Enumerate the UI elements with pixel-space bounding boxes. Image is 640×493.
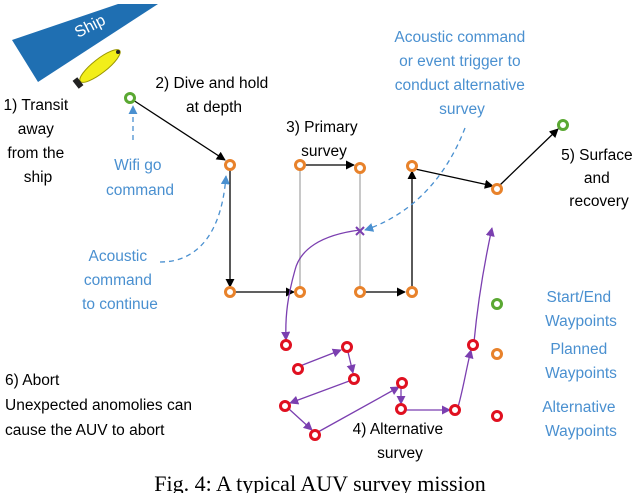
planned-waypoint xyxy=(294,159,306,171)
surface-label: 5) Surface and recovery xyxy=(561,147,637,210)
alternative-survey-label: 4) Alternative survey xyxy=(353,421,448,462)
start-end-waypoints xyxy=(124,92,569,131)
alternative-waypoint xyxy=(449,404,461,416)
ship-hull xyxy=(12,4,158,82)
planned-waypoint xyxy=(406,160,418,172)
planned-waypoint xyxy=(354,286,366,298)
alternative-waypoint xyxy=(279,400,291,412)
trigger-point-icon xyxy=(355,226,365,236)
alternative-waypoints xyxy=(279,339,479,441)
wifi-command-label: Wifi go command xyxy=(106,157,174,199)
acoustic-trigger-label: Acoustic command or event trigger to con… xyxy=(394,29,529,118)
legend: Start/End Waypoints Planned Waypoints Al… xyxy=(491,289,620,440)
alternative-waypoint xyxy=(292,363,304,375)
alternative-waypoint xyxy=(280,339,292,351)
alternative-waypoint-icon xyxy=(491,410,503,422)
acoustic-continue-label: Acoustic command to continue xyxy=(82,248,158,313)
abort-label: 6) Abort Unexpected anomolies can cause … xyxy=(5,372,196,439)
alternative-waypoint xyxy=(341,341,353,353)
start-waypoint xyxy=(124,92,136,104)
planned-waypoint xyxy=(491,183,503,195)
auv-vehicle-icon xyxy=(72,49,121,89)
planned-waypoint xyxy=(224,286,236,298)
alternative-waypoint xyxy=(467,339,479,351)
acoustic-trigger-arrow xyxy=(364,127,466,232)
alternative-waypoint xyxy=(396,377,408,389)
planned-waypoint xyxy=(354,162,366,174)
alternative-waypoint xyxy=(395,403,407,415)
primary-survey-guide-lines xyxy=(299,168,361,292)
acoustic-continue-arrow xyxy=(159,175,230,263)
legend-planned-label: Planned Waypoints xyxy=(545,341,617,382)
transit-label: 1) Transit away from the ship xyxy=(4,97,73,186)
alternative-waypoint xyxy=(348,373,360,385)
primary-survey-label: 3) Primary survey xyxy=(286,119,362,160)
figure-caption: Fig. 4: A typical AUV survey mission xyxy=(154,471,485,493)
legend-start-end-label: Start/End Waypoints xyxy=(545,289,617,330)
alternative-path xyxy=(281,227,495,433)
start-end-waypoint-icon xyxy=(491,298,503,310)
planned-waypoints xyxy=(224,159,503,298)
acoustic-command-arrows xyxy=(128,105,466,263)
primary-path xyxy=(132,99,559,297)
legend-alternative-label: Alternative Waypoints xyxy=(542,399,620,440)
planned-waypoint xyxy=(224,159,236,171)
planned-waypoint-icon xyxy=(491,348,503,360)
planned-waypoint xyxy=(294,286,306,298)
planned-waypoint xyxy=(406,286,418,298)
alternative-waypoint xyxy=(309,429,321,441)
end-waypoint xyxy=(557,119,569,131)
dive-label: 2) Dive and hold at depth xyxy=(155,75,272,116)
